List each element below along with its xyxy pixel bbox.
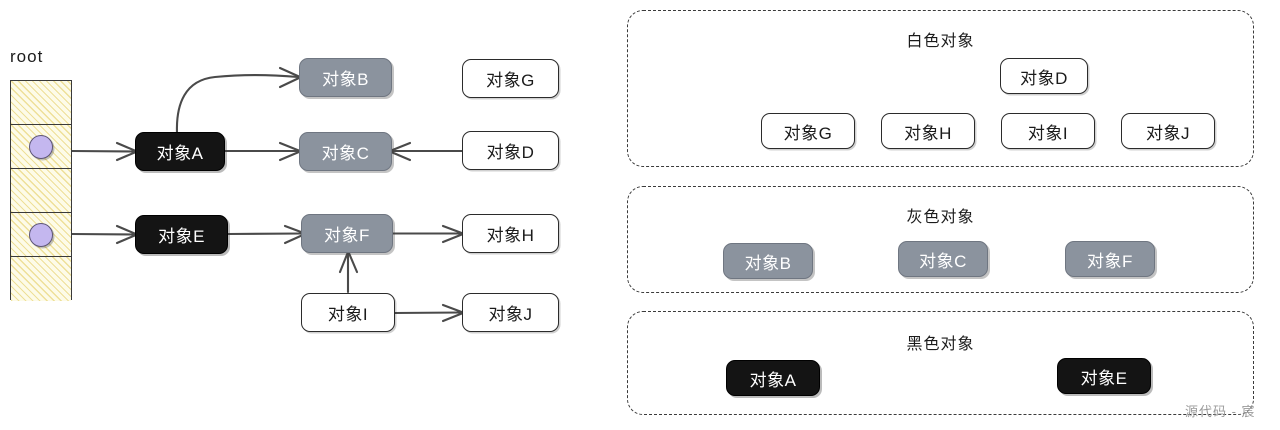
panel-white-item-D[interactable]: 对象D <box>1000 58 1088 94</box>
edge-F-to-H <box>390 224 465 244</box>
graph-node-A[interactable]: 对象A <box>135 132 225 171</box>
panel-white-title: 白色对象 <box>906 33 975 50</box>
graph-node-J[interactable]: 对象J <box>462 293 559 332</box>
graph-node-G[interactable]: 对象G <box>462 59 559 98</box>
edge-D-to-C <box>388 141 465 162</box>
panel-black-item-A[interactable]: 对象A <box>726 360 820 396</box>
root-stack-cell-5[interactable] <box>11 257 71 301</box>
watermark: 源代码 - 宸 <box>1185 404 1256 419</box>
graph-node-E[interactable]: 对象E <box>135 215 228 254</box>
root-stack-cell-2[interactable] <box>11 125 71 169</box>
panel-gray-item-C[interactable]: 对象C <box>898 241 988 277</box>
graph-node-B[interactable]: 对象B <box>299 58 392 97</box>
root-stack <box>10 80 72 301</box>
edge-I-to-F <box>338 250 359 294</box>
graph-node-H[interactable]: 对象H <box>462 214 559 253</box>
graph-node-D[interactable]: 对象D <box>462 131 559 170</box>
panel-gray-item-B[interactable]: 对象B <box>723 243 813 279</box>
panel-white-item-J[interactable]: 对象J <box>1121 113 1215 149</box>
edge-A-to-B <box>175 66 302 135</box>
root-stack-cell-4[interactable] <box>11 213 71 257</box>
panel-gray-title: 灰色对象 <box>906 209 975 226</box>
pointer-dot-icon <box>29 134 53 159</box>
panel-black-item-E[interactable]: 对象E <box>1057 358 1151 394</box>
graph-node-I[interactable]: 对象I <box>301 293 395 332</box>
edge-I-to-J <box>392 303 465 323</box>
root-label: root <box>10 47 44 66</box>
edge-root-to-A <box>70 141 139 162</box>
edge-E-to-F <box>226 224 307 245</box>
graph-node-C[interactable]: 对象C <box>299 132 392 171</box>
panel-white-item-H[interactable]: 对象H <box>881 113 975 149</box>
edge-A-to-C <box>222 141 302 162</box>
panel-black-title: 黑色对象 <box>906 336 975 353</box>
panel-white-item-I[interactable]: 对象I <box>1001 113 1095 149</box>
panel-white-item-G[interactable]: 对象G <box>761 113 855 149</box>
pointer-dot-icon <box>29 222 53 247</box>
panel-gray-item-F[interactable]: 对象F <box>1065 241 1155 277</box>
graph-node-F[interactable]: 对象F <box>301 214 393 253</box>
root-stack-cell-3[interactable] <box>11 169 71 213</box>
edge-root-to-E <box>70 224 139 245</box>
panel-black-objects: 黑色对象 <box>627 311 1254 415</box>
root-stack-cell-1[interactable] <box>11 81 71 125</box>
